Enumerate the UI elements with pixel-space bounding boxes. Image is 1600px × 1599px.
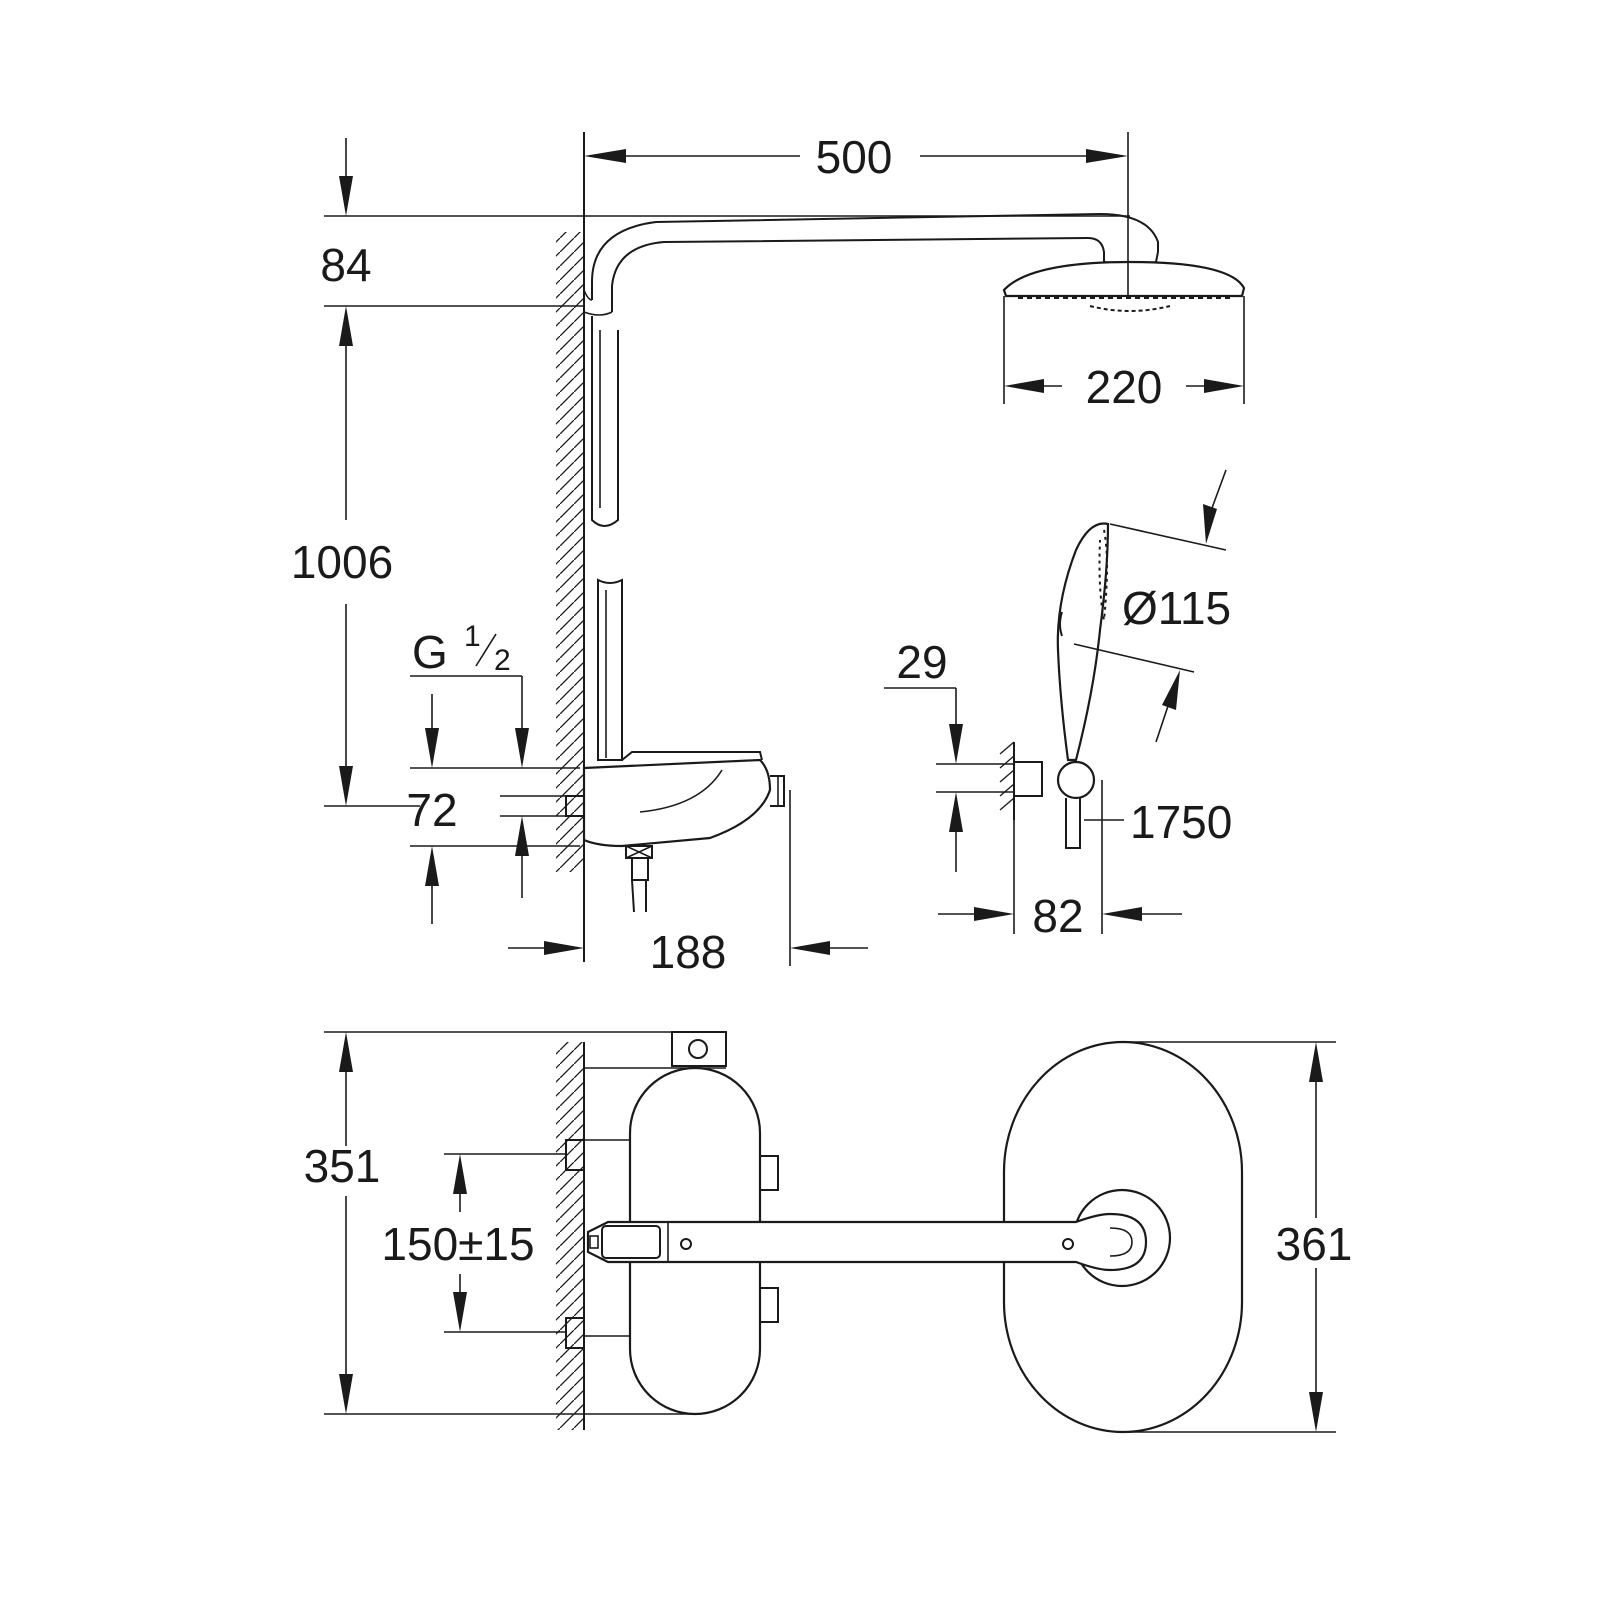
dim-thread-den: 2: [494, 644, 511, 677]
dim-arm-length: 500: [583, 131, 1129, 296]
dim-inlet-offset-label: 72: [406, 784, 457, 836]
dim-mixer-depth: 188: [508, 790, 868, 978]
dim-hose-length: 1750: [1084, 796, 1232, 848]
dim-holder-depth-label: 82: [1032, 890, 1083, 942]
dim-head-top-label: 84: [320, 239, 371, 291]
dim-inlet-offset: 72: [406, 694, 580, 924]
dim-thread-label: G: [412, 626, 448, 678]
dim-arm-length-label: 500: [816, 131, 893, 183]
dim-hand-diameter: Ø115: [1073, 469, 1231, 743]
dim-rail-height: 1006: [291, 306, 420, 807]
rain-head-side: [1002, 251, 1246, 312]
dim-mixer-height: 351: [304, 1031, 700, 1415]
dim-inlet-spacing: 150±15: [381, 1153, 566, 1333]
side-elevation: 500 84 1006 G 1 2: [291, 131, 1246, 978]
dim-head-diameter-label: 220: [1086, 361, 1163, 413]
dim-thread-num: 1: [464, 620, 481, 653]
dim-holder-offset: 29: [884, 636, 1014, 872]
dim-head-plan-height-label: 361: [1276, 1218, 1353, 1270]
dim-rail-height-label: 1006: [291, 536, 393, 588]
dim-inlet-spacing-label: 150±15: [381, 1218, 534, 1270]
dim-hose-length-label: 1750: [1130, 796, 1232, 848]
thermostat-mixer-side: [565, 751, 785, 913]
wall-plan: [556, 1042, 585, 1430]
dim-head-top: 84: [320, 138, 1130, 307]
dim-hand-diameter-label: Ø115: [1122, 582, 1231, 634]
dim-mixer-height-label: 351: [304, 1140, 381, 1192]
dim-holder-offset-label: 29: [896, 636, 947, 688]
dim-mixer-depth-label: 188: [650, 926, 727, 978]
dim-head-diameter: 220: [1003, 296, 1245, 413]
dim-thread: G 1 2: [410, 620, 529, 768]
hand-shower-side: [999, 522, 1110, 849]
plan-view: 351 150±15 361: [304, 1031, 1353, 1434]
riser-rail: [591, 316, 623, 761]
shower-arm-plan: [586, 1212, 1148, 1272]
wall-side: [556, 132, 585, 962]
dim-holder-depth: 82: [938, 780, 1182, 942]
shower-arm: [583, 212, 1159, 316]
dim-head-plan-height: 361: [1126, 1041, 1353, 1433]
